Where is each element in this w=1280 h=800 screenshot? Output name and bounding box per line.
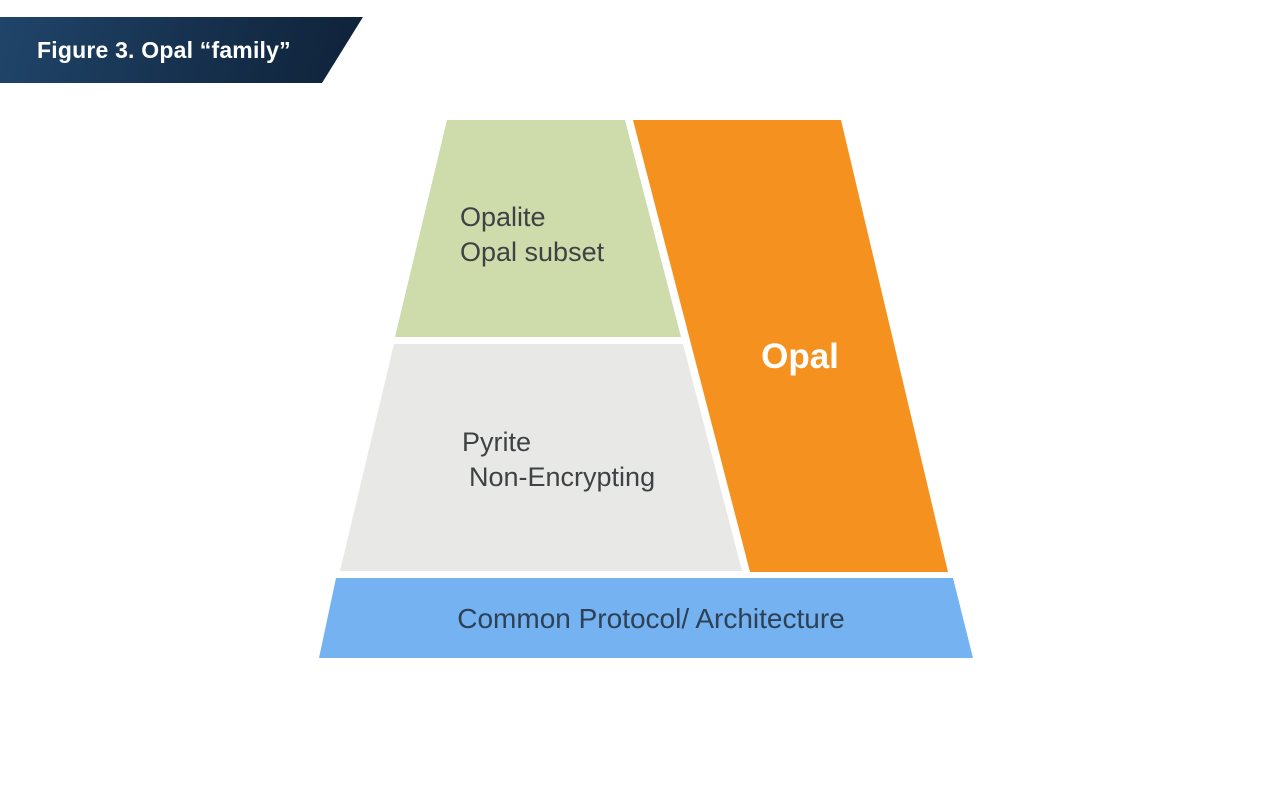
pyrite-label-line1: Pyrite xyxy=(462,427,532,457)
opal-label: Opal xyxy=(761,337,839,376)
base-bar-label: Common Protocol/ Architecture xyxy=(457,602,845,634)
pyrite-label-line2: Non-Encrypting xyxy=(469,462,656,492)
pyrite-section-shape xyxy=(340,344,742,571)
opalite-label: Opalite Opal subset xyxy=(460,200,604,270)
base-bar-shape xyxy=(319,578,973,658)
opalite-label-line1: Opalite xyxy=(460,202,546,232)
figure-title: Figure 3. Opal “family” xyxy=(37,36,291,63)
pyrite-label: Pyrite Non-Encrypting xyxy=(462,425,655,495)
figure-title-banner: Figure 3. Opal “family” xyxy=(0,17,363,83)
opalite-label-line2: Opal subset xyxy=(460,237,605,267)
opalite-section-shape xyxy=(395,120,681,337)
